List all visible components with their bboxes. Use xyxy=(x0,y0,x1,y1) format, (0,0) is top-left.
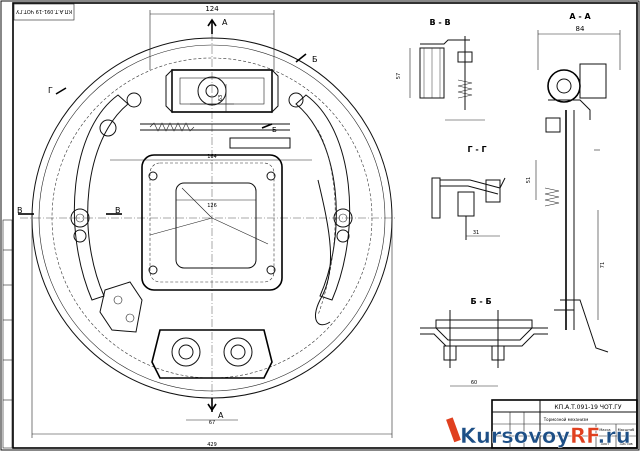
section-g-g xyxy=(431,177,506,240)
dim-71: 71 xyxy=(600,262,606,268)
stamp-title: Тормозной механизм xyxy=(543,417,589,422)
flange-inner xyxy=(175,182,257,269)
stamp-scale: Масштаб xyxy=(618,428,635,432)
watermark-text-a: Kursovoy xyxy=(460,424,570,448)
parking-lever xyxy=(315,179,332,326)
inner-frame xyxy=(12,2,638,449)
dim-126: 126 xyxy=(207,203,217,209)
dim-429: 429 xyxy=(207,442,217,448)
dim-31: 31 xyxy=(473,230,479,236)
dim-51: 51 xyxy=(526,177,532,183)
title-block xyxy=(491,399,638,449)
dim-63: 63 xyxy=(218,95,224,101)
section-g-g-title: Г - Г xyxy=(467,145,486,154)
lower-anchor xyxy=(151,329,273,379)
cut-v-right: В xyxy=(115,206,121,215)
flange-outer xyxy=(141,154,283,291)
stamp-sheets: Листов xyxy=(619,442,632,446)
stamp-code: КП.А.Т.091-19 ЧОТ.ГУ xyxy=(554,404,621,411)
svg-text:KursovoyRF.ru: KursovoyRF.ru xyxy=(460,424,631,448)
dim-60: 60 xyxy=(471,380,477,386)
watermark: KursovoyRF.ru xyxy=(446,417,631,448)
cut-a-bottom: А xyxy=(218,411,224,420)
dim-57: 57 xyxy=(396,73,402,79)
section-v-v xyxy=(409,36,485,121)
main-view xyxy=(20,10,395,438)
section-b-b xyxy=(420,310,548,387)
section-v-v-title: В - В xyxy=(429,18,450,27)
section-a-a-title: А - А xyxy=(569,12,591,21)
section-a-a xyxy=(535,30,621,353)
dim-124: 124 xyxy=(205,5,219,13)
cut-b-mid: Б xyxy=(272,126,277,134)
cut-markers xyxy=(18,18,307,412)
watermark-text-b: RF xyxy=(570,424,599,448)
cut-a-top: А xyxy=(222,18,228,27)
code-box-top: КП.А.Т.091-19 ЧОТ.ГУ xyxy=(13,3,75,21)
brake-shoe-left xyxy=(73,94,129,301)
upper-spring xyxy=(99,92,304,149)
lower-left-adjuster xyxy=(99,281,143,333)
cut-v-left: В xyxy=(17,206,23,215)
cut-b-right: Б xyxy=(312,55,318,64)
watermark-text-c: .ru xyxy=(597,424,630,448)
binding-strip xyxy=(2,219,13,449)
section-b-b-title: Б - Б xyxy=(470,297,491,306)
dim-67: 67 xyxy=(209,420,215,426)
dim-84: 84 xyxy=(576,25,585,33)
brake-shoe-right xyxy=(295,94,351,301)
code-top-text: КП.А.Т.091-19 ЧОТ.ГУ xyxy=(16,8,72,14)
dim-164: 164 xyxy=(207,154,217,160)
stamp-sheet: Лист xyxy=(601,442,610,446)
hold-down-pins xyxy=(70,208,353,243)
cut-g: Г xyxy=(48,86,53,95)
wheel-cylinder xyxy=(165,68,279,114)
stamp-mass: Масса xyxy=(599,428,610,432)
